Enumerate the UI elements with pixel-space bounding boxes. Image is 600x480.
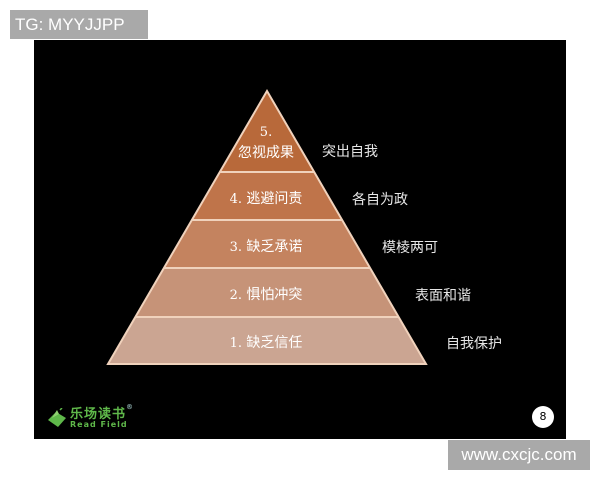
level-3-label: 3. 缺乏承诺 — [229, 239, 303, 255]
pyramid-level-5 — [220, 91, 314, 172]
level-4-behavior: 各自为政 — [352, 192, 408, 208]
level-5-behavior: 突出自我 — [322, 144, 378, 160]
pyramid-level-1 — [108, 317, 426, 364]
book-leaf-icon — [48, 408, 66, 427]
level-2-behavior: 表面和谐 — [415, 288, 471, 304]
level-3-behavior: 模棱两可 — [382, 240, 438, 256]
level-1-label: 1. 缺乏信任 — [229, 335, 303, 351]
pyramid-outline — [106, 89, 428, 365]
pyramid-level-3 — [164, 220, 370, 268]
watermark-bottom: www.cxcjc.com — [448, 440, 590, 470]
pyramid-level-2 — [136, 268, 398, 317]
level-2-label: 2. 惧怕冲突 — [229, 287, 303, 303]
logo-text-en: Read Field — [70, 420, 128, 429]
level-1-behavior: 自我保护 — [446, 336, 502, 352]
level-5-label: 忽视成果 — [238, 145, 294, 161]
level-5-number: 5. — [259, 125, 273, 140]
page-number: 8 — [532, 406, 554, 428]
pyramid-diagram — [106, 89, 428, 365]
level-4-label: 4. 逃避问责 — [229, 191, 303, 207]
slide: 5. 忽视成果 4. 逃避问责 3. 缺乏承诺 2. 惧怕冲突 1. 缺乏信任 … — [34, 40, 566, 439]
logo-text-cn: 乐场读书® — [70, 403, 135, 422]
pyramid-level-4 — [192, 172, 342, 220]
watermark-top: TG: MYYJJPP — [10, 10, 148, 39]
